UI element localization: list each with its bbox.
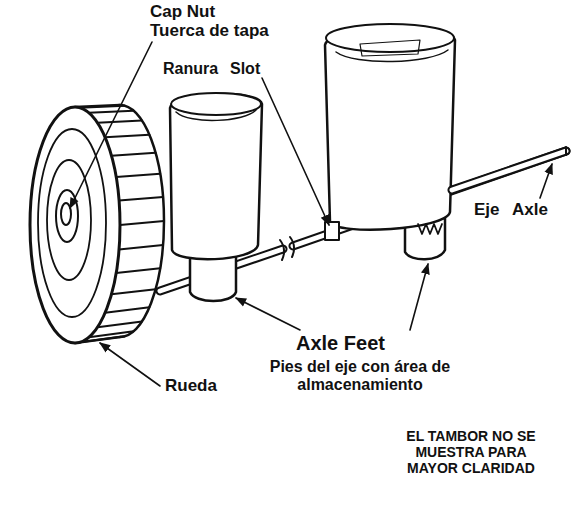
part-label: Eje (474, 200, 500, 220)
part-label: Axle (512, 200, 548, 220)
tire-tread (119, 245, 163, 249)
tire-tread (98, 121, 143, 123)
break-mark (290, 237, 294, 257)
tire-tread (80, 106, 125, 108)
left-axle-foot (170, 93, 262, 301)
part-label: Cap Nut (150, 2, 215, 22)
tire-tread (111, 153, 155, 156)
wheel (30, 105, 164, 343)
part-label: Rueda (165, 376, 217, 396)
tire-tread (105, 135, 149, 138)
part-label: Ranura (163, 60, 218, 78)
part-label: Pies del eje con área de almacenamiento (265, 358, 455, 395)
tire-tread (120, 221, 164, 225)
right-axle-foot (325, 24, 455, 259)
tire-tread (116, 268, 160, 273)
break-mark (280, 240, 284, 260)
axle-end (565, 147, 567, 155)
tire-tread (89, 111, 134, 113)
tire-tread (105, 307, 149, 312)
leader-lines (70, 42, 552, 386)
tire-tread (116, 174, 160, 177)
part-label: Axle Feet (296, 332, 385, 355)
tire-tread (111, 289, 155, 294)
tire-tread (98, 321, 143, 327)
tire-tread (119, 197, 163, 201)
part-label: Slot (230, 60, 260, 78)
part-label: EL TAMBOR NO SE MUESTRA PARA MAYOR CLARI… (400, 428, 542, 476)
part-label: Tuerca de tapa (150, 21, 269, 41)
